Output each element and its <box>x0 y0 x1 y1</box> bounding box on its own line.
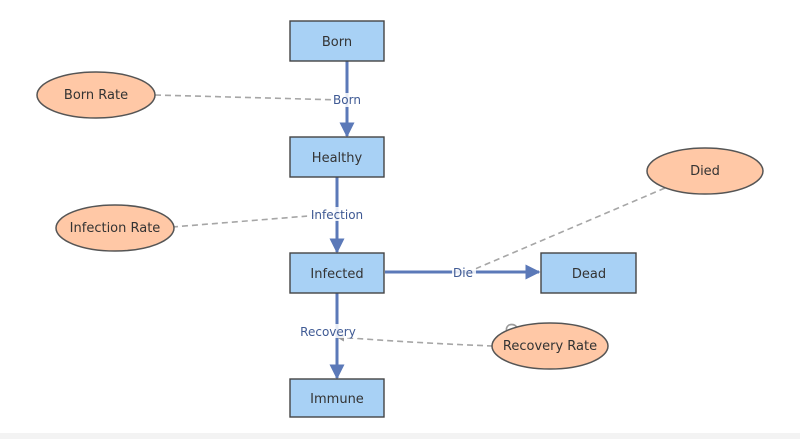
flow-label-recovery: Recovery <box>300 325 356 339</box>
stock-label-infected: Infected <box>310 267 363 282</box>
stock-infected[interactable]: Infected <box>289 252 385 294</box>
flow-label-die: Die <box>453 266 473 280</box>
parameter-recovery-rate[interactable]: Recovery Rate <box>491 322 609 370</box>
parameter-label-born-rate: Born Rate <box>64 88 128 103</box>
stock-label-dead: Dead <box>572 267 606 282</box>
parameter-label-recovery-rate: Recovery Rate <box>503 339 597 354</box>
flow-label-born: Born <box>333 93 361 107</box>
parameter-died[interactable]: Died <box>646 147 764 195</box>
stock-dead[interactable]: Dead <box>540 252 637 294</box>
stock-immune[interactable]: Immune <box>289 378 385 418</box>
stock-label-healthy: Healthy <box>312 151 363 166</box>
flow-label-infection: Infection <box>311 208 363 222</box>
flow-labels: Born Infection Recovery Die <box>298 93 476 339</box>
stock-born[interactable]: Born <box>289 20 385 62</box>
influence-link-died <box>467 187 666 273</box>
influence-link-born-rate <box>154 94 343 101</box>
parameter-born-rate[interactable]: Born Rate <box>36 71 156 119</box>
stock-healthy[interactable]: Healthy <box>289 136 385 178</box>
parameter-label-infection-rate: Infection Rate <box>70 221 161 236</box>
stock-label-born: Born <box>322 35 352 50</box>
stock-label-immune: Immune <box>310 392 364 407</box>
parameter-label-died: Died <box>690 164 720 179</box>
influence-link-infection-rate <box>171 213 334 228</box>
influence-link-recovery-rate <box>336 333 494 347</box>
influence-links <box>154 94 666 347</box>
parameter-infection-rate[interactable]: Infection Rate <box>55 204 175 252</box>
